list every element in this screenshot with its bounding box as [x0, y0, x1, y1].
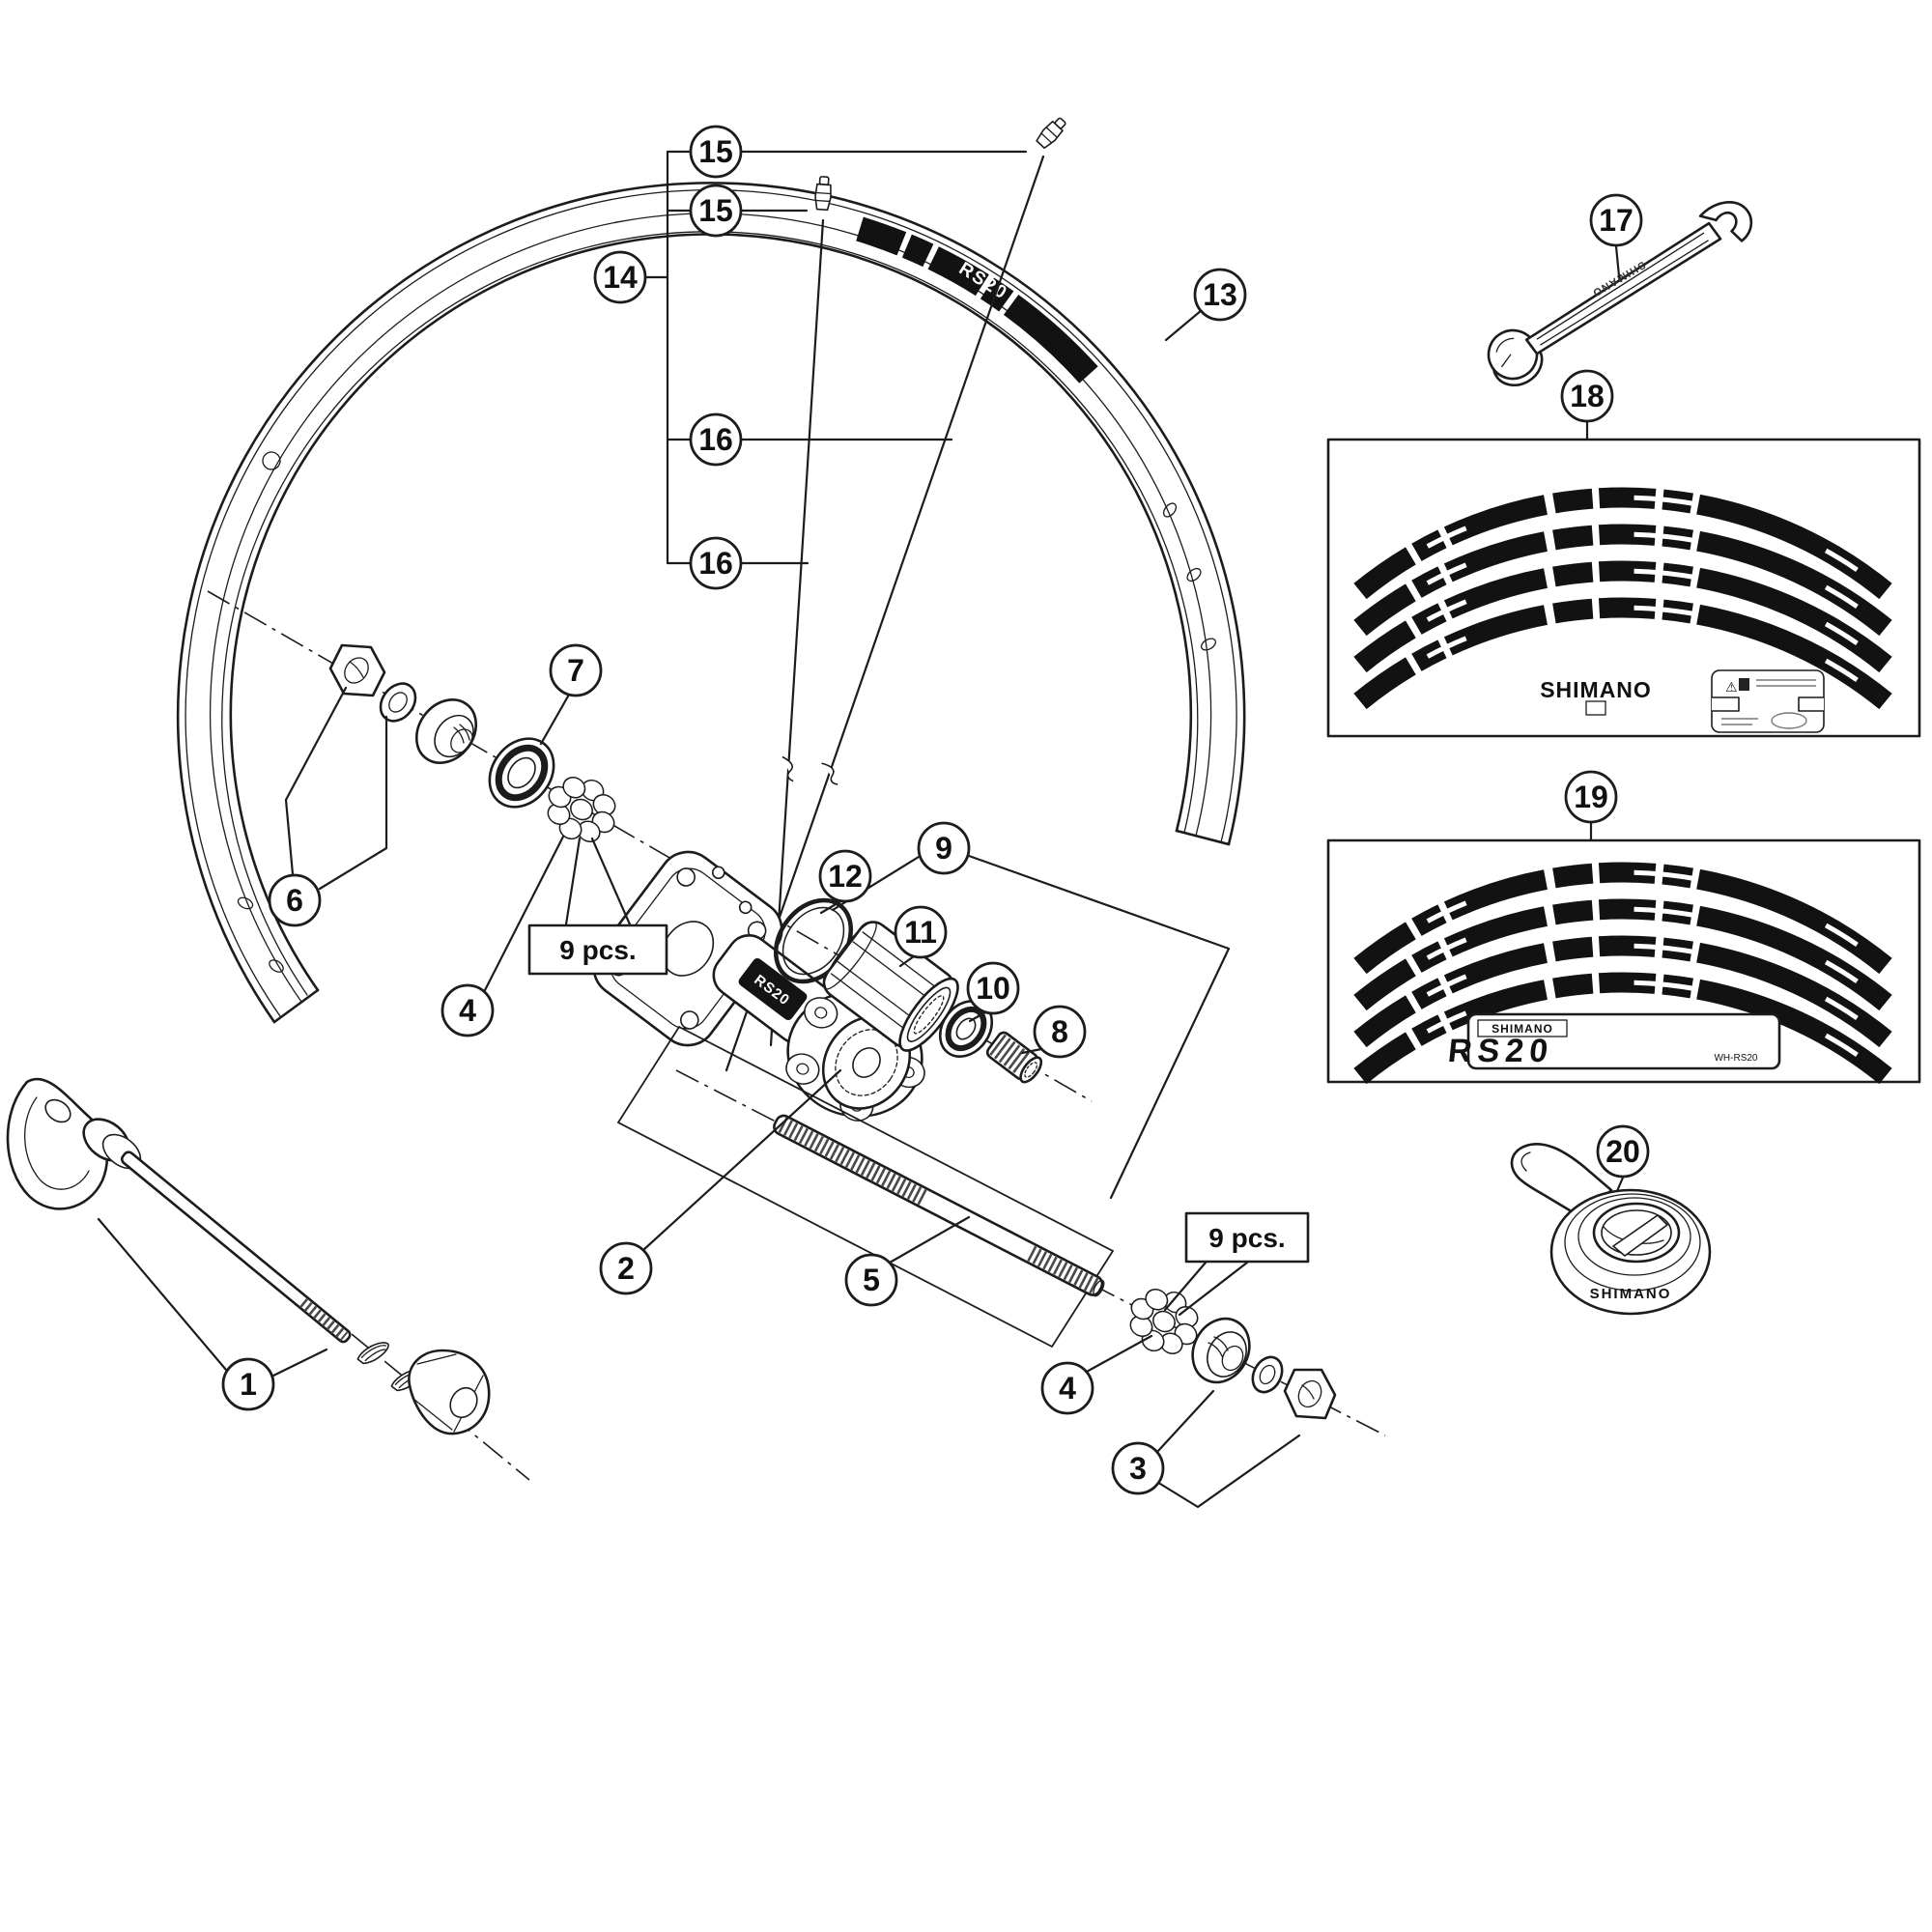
- sticker-code-text: WH-RS20: [1714, 1053, 1757, 1064]
- svg-text:16: 16: [698, 546, 733, 581]
- svg-text:2: 2: [617, 1251, 635, 1286]
- spoke-nipple: [1034, 114, 1069, 151]
- warning-icon: ⚠: [1725, 680, 1738, 696]
- callout-16: 16: [689, 412, 743, 467]
- svg-text:5: 5: [863, 1263, 880, 1297]
- qr-spring: [356, 1340, 390, 1366]
- callout-14: 14: [593, 250, 647, 304]
- callout-4: 4: [440, 983, 495, 1037]
- shimano-sticker: SHIMANO: [1540, 677, 1652, 716]
- svg-text:18: 18: [1570, 379, 1605, 413]
- callout-8: 8: [1033, 1005, 1087, 1059]
- callout-17: 17: [1589, 193, 1643, 247]
- svg-text:6: 6: [286, 883, 303, 918]
- svg-text:15: 15: [698, 193, 733, 228]
- svg-text:19: 19: [1574, 780, 1608, 814]
- left-locknut: [328, 643, 386, 697]
- callout-5: 5: [844, 1253, 898, 1307]
- svg-text:SHIMANO: SHIMANO: [1540, 677, 1652, 702]
- callout-20: 20: [1596, 1124, 1650, 1179]
- svg-text:16: 16: [698, 422, 733, 457]
- spoke-nipple: [813, 175, 834, 212]
- axle: [773, 1114, 1105, 1297]
- nine-pcs-text: 9 pcs.: [559, 935, 636, 965]
- callout-3: 3: [1111, 1441, 1165, 1495]
- spoke: [769, 218, 825, 1047]
- svg-text:4: 4: [459, 993, 476, 1028]
- svg-text:4: 4: [1059, 1371, 1076, 1406]
- right-locknut: [1283, 1368, 1337, 1420]
- nine-pcs-label: 9 pcs.: [1184, 1211, 1310, 1264]
- callout-19: 19: [1564, 770, 1618, 824]
- axle-end-cap: [985, 1031, 1043, 1084]
- svg-text:3: 3: [1129, 1451, 1147, 1486]
- rs20-sticker: SHIMANO RS20 WH-RS20: [1446, 1012, 1781, 1070]
- rim-inner-edge: [229, 233, 1193, 992]
- svg-text:15: 15: [698, 134, 733, 169]
- callout-11: 11: [894, 905, 948, 959]
- svg-text:9: 9: [935, 831, 952, 866]
- svg-text:13: 13: [1203, 277, 1237, 312]
- left-washer: [379, 682, 417, 723]
- svg-text:17: 17: [1599, 203, 1634, 238]
- left-cone: [414, 698, 478, 764]
- spoke-hole: [237, 896, 254, 910]
- tape-brand-text: SHIMANO: [1590, 1286, 1672, 1302]
- svg-text:7: 7: [567, 653, 584, 688]
- spoke-hole: [1200, 638, 1217, 651]
- wheel-rim: RS20: [176, 182, 1246, 1024]
- spoke-hole: [1186, 567, 1202, 582]
- svg-text:14: 14: [603, 260, 638, 295]
- callout-6: 6: [268, 873, 322, 927]
- decal-sheet-box-18: SHIMANO ⚠: [1326, 438, 1921, 738]
- spoke-hole: [1162, 502, 1178, 518]
- valve-hole: [262, 451, 281, 470]
- callouts: 1 2 3 4 4 5 6 7 8 9 10 11 12 13 14 15 15…: [221, 125, 1650, 1495]
- callout-18: 18: [1560, 369, 1614, 423]
- qr-end-nut: [408, 1349, 491, 1435]
- hub-body: RS20: [592, 850, 925, 1122]
- callout-12: 12: [818, 849, 872, 903]
- svg-text:12: 12: [828, 859, 863, 894]
- quick-release-skewer: [6, 1077, 491, 1435]
- spoke-hole: [269, 959, 284, 973]
- warning-sticker: ⚠: [1711, 669, 1825, 733]
- leader-lines: [97, 150, 1625, 1509]
- svg-text:10: 10: [976, 971, 1010, 1006]
- callout-15: 15: [689, 125, 743, 179]
- axle-group-outline: [616, 1025, 1115, 1349]
- callout-7: 7: [549, 643, 603, 697]
- freehub-body: [822, 921, 959, 1052]
- callout-16: 16: [689, 536, 743, 590]
- quick-release-lever: [6, 1077, 109, 1210]
- left-seal-ring: [488, 737, 555, 809]
- callout-13: 13: [1193, 268, 1247, 322]
- decal-sheet-box-19: SHIMANO RS20 WH-RS20: [1326, 838, 1921, 1085]
- svg-text:8: 8: [1051, 1014, 1068, 1049]
- spoke-wrench: SHIMANO: [1487, 201, 1753, 387]
- callout-9: 9: [917, 821, 971, 875]
- callout-2: 2: [599, 1241, 653, 1295]
- callout-1: 1: [221, 1357, 275, 1411]
- svg-text:11: 11: [904, 915, 937, 950]
- nine-pcs-label: 9 pcs.: [527, 923, 668, 976]
- rim-tape-roll: SHIMANO: [1510, 1142, 1712, 1316]
- rim-outer-edge: [176, 182, 1246, 1024]
- right-cone: [1191, 1317, 1251, 1384]
- right-washer: [1251, 1355, 1284, 1394]
- sticker-model-text: RS20: [1446, 1033, 1555, 1069]
- sticker-brand-small: SHIMANO: [1492, 1022, 1553, 1036]
- svg-text:20: 20: [1605, 1134, 1640, 1169]
- callout-4: 4: [1040, 1361, 1094, 1415]
- svg-text:1: 1: [240, 1367, 257, 1402]
- rim-decal-band: [856, 216, 1098, 384]
- callout-15: 15: [689, 184, 743, 238]
- nine-pcs-text: 9 pcs.: [1208, 1223, 1285, 1253]
- callout-10: 10: [966, 961, 1020, 1015]
